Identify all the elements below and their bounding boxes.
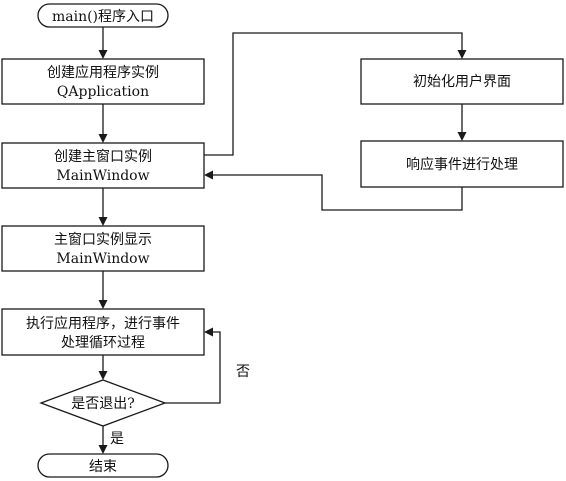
run-event-loop-node: 执行应用程序，进行事件 处理循环过程 [1, 308, 205, 356]
create-main-window-box [1, 142, 205, 189]
run-event-loop-label-line1: 执行应用程序，进行事件 [26, 315, 180, 332]
arrowhead [457, 132, 467, 141]
edge-label-no: 否 [236, 364, 250, 380]
decision-exit-label: 是否退出? [71, 396, 135, 412]
edge-label-yes: 是 [110, 431, 124, 447]
decision-diamond [39, 379, 167, 427]
create-main-window-label-line1: 创建主窗口实例 [54, 148, 152, 165]
create-main-window-label-line2: MainWindow [56, 168, 149, 184]
edge-main-window-to-init-ui [204, 32, 463, 156]
handle-events-label: 响应事件进行处理 [406, 156, 518, 173]
init-ui-label: 初始化用户界面 [413, 73, 511, 90]
show-main-window-label-line1: 主窗口实例显示 [54, 231, 152, 248]
start-label: main()程序入口 [52, 9, 154, 25]
run-event-loop-box [1, 308, 205, 356]
arrowhead [98, 371, 108, 380]
show-main-window-box [1, 225, 205, 272]
arrowhead [204, 170, 213, 180]
create-app-label-line2: QApplication [57, 84, 149, 100]
run-event-loop-label-line2: 处理循环过程 [61, 335, 145, 351]
handle-events-node: 响应事件进行处理 [360, 140, 564, 188]
arrowhead [98, 300, 108, 309]
create-app-node: 创建应用程序实例 QApplication [1, 58, 205, 105]
arrowhead [98, 217, 108, 226]
connectors [98, 27, 467, 454]
handle-events-box [360, 140, 564, 188]
arrowhead [204, 327, 213, 337]
arrowhead [457, 50, 467, 59]
arrowhead [98, 50, 108, 59]
start-terminal-shape [37, 3, 169, 28]
edge-handle-events-to-main-window [213, 174, 463, 211]
create-app-box [1, 58, 205, 105]
end-node: 结束 [37, 453, 169, 478]
init-ui-node: 初始化用户界面 [360, 58, 564, 105]
arrowhead [98, 445, 108, 454]
arrowhead [98, 134, 108, 143]
create-app-label-line1: 创建应用程序实例 [47, 64, 159, 81]
show-main-window-node: 主窗口实例显示 MainWindow [1, 225, 205, 272]
end-label: 结束 [89, 459, 117, 475]
create-main-window-node: 创建主窗口实例 MainWindow [1, 142, 205, 189]
edge-decision-no-loop [165, 331, 221, 404]
decision-exit-node: 是否退出? [39, 379, 167, 427]
start-node: main()程序入口 [37, 3, 169, 28]
init-ui-box [360, 58, 564, 105]
end-terminal-shape [37, 453, 169, 478]
show-main-window-label-line2: MainWindow [56, 251, 149, 267]
